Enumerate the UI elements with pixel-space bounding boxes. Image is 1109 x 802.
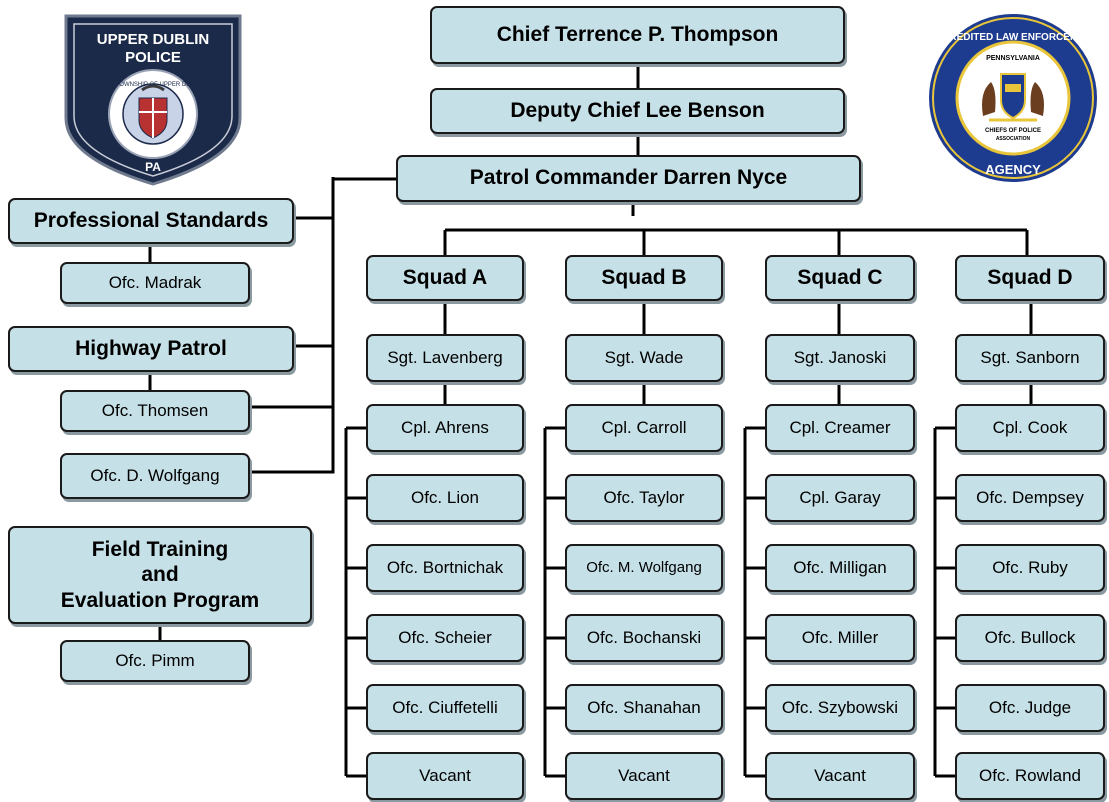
squad-c-header[interactable]: Squad C	[765, 255, 915, 301]
accreditation-seal-icon: ACCREDITED LAW ENFORCEMENT AGENCY PENNSY…	[928, 14, 1099, 182]
unit-member-pimm[interactable]: Ofc. Pimm	[60, 640, 250, 682]
squad-c-member[interactable]: Ofc. Miller	[765, 614, 915, 662]
seal-bottom-2: ASSOCIATION	[996, 136, 1031, 142]
squad-a-header[interactable]: Squad A	[366, 255, 524, 301]
police-patch-icon: UPPER DUBLIN POLICE THE TOWNSHIP OF UPPE…	[64, 14, 242, 186]
squad-d-member[interactable]: Ofc. Dempsey	[955, 474, 1105, 522]
patch-bottom: PA	[145, 160, 161, 174]
squad-a-member[interactable]: Ofc. Bortnichak	[366, 544, 524, 592]
patrol-commander-box[interactable]: Patrol Commander Darren Nyce	[396, 155, 861, 202]
squad-b-member[interactable]: Ofc. Bochanski	[565, 614, 723, 662]
chief-box[interactable]: Chief Terrence P. Thompson	[430, 6, 845, 64]
field-training-line2: and	[141, 563, 179, 587]
squad-c-member[interactable]: Ofc. Milligan	[765, 544, 915, 592]
squad-a-member[interactable]: Ofc. Scheier	[366, 614, 524, 662]
squad-c-member[interactable]: Cpl. Garay	[765, 474, 915, 522]
squad-c-member[interactable]: Vacant	[765, 752, 915, 800]
field-training-line1: Field Training	[91, 538, 229, 562]
unit-member-madrak[interactable]: Ofc. Madrak	[60, 262, 250, 304]
squad-b-member[interactable]: Ofc. Taylor	[565, 474, 723, 522]
field-training-box[interactable]: Field Training and Evaluation Program	[8, 526, 312, 624]
squad-b-member[interactable]: Ofc. M. Wolfgang	[565, 544, 723, 592]
squad-a-member[interactable]: Cpl. Ahrens	[366, 404, 524, 452]
squad-b-member[interactable]: Cpl. Carroll	[565, 404, 723, 452]
squad-b-header[interactable]: Squad B	[565, 255, 723, 301]
unit-member-thomsen[interactable]: Ofc. Thomsen	[60, 390, 250, 432]
squad-d-member[interactable]: Ofc. Judge	[955, 684, 1105, 732]
squad-d-member[interactable]: Ofc. Ruby	[955, 544, 1105, 592]
squad-d-member[interactable]: Cpl. Cook	[955, 404, 1105, 452]
seal-ring-top: ACCREDITED LAW ENFORCEMENT	[928, 32, 1099, 43]
professional-standards-box[interactable]: Professional Standards	[8, 198, 294, 244]
squad-c-member[interactable]: Cpl. Creamer	[765, 404, 915, 452]
squad-b-member[interactable]: Vacant	[565, 752, 723, 800]
patch-line2: POLICE	[125, 49, 181, 66]
squad-a-member[interactable]: Vacant	[366, 752, 524, 800]
squad-b-sergeant[interactable]: Sgt. Wade	[565, 334, 723, 382]
seal-bottom-1: CHIEFS OF POLICE	[985, 128, 1041, 134]
patch-line1: UPPER DUBLIN	[97, 31, 210, 48]
squad-a-sergeant[interactable]: Sgt. Lavenberg	[366, 334, 524, 382]
patch-ring: THE TOWNSHIP OF UPPER DUBLIN	[102, 82, 204, 88]
squad-c-member[interactable]: Ofc. Szybowski	[765, 684, 915, 732]
squad-d-sergeant[interactable]: Sgt. Sanborn	[955, 334, 1105, 382]
squad-d-member[interactable]: Ofc. Bullock	[955, 614, 1105, 662]
squad-d-member[interactable]: Ofc. Rowland	[955, 752, 1105, 800]
squad-b-member[interactable]: Ofc. Shanahan	[565, 684, 723, 732]
squad-c-sergeant[interactable]: Sgt. Janoski	[765, 334, 915, 382]
unit-member-d-wolfgang[interactable]: Ofc. D. Wolfgang	[60, 453, 250, 499]
squad-a-member[interactable]: Ofc. Lion	[366, 474, 524, 522]
deputy-chief-box[interactable]: Deputy Chief Lee Benson	[430, 88, 845, 134]
squad-d-header[interactable]: Squad D	[955, 255, 1105, 301]
seal-ring-bottom: AGENCY	[985, 162, 1041, 177]
seal-top: PENNSYLVANIA	[986, 55, 1040, 62]
field-training-line3: Evaluation Program	[60, 588, 260, 612]
highway-patrol-box[interactable]: Highway Patrol	[8, 326, 294, 372]
squad-a-member[interactable]: Ofc. Ciuffetelli	[366, 684, 524, 732]
